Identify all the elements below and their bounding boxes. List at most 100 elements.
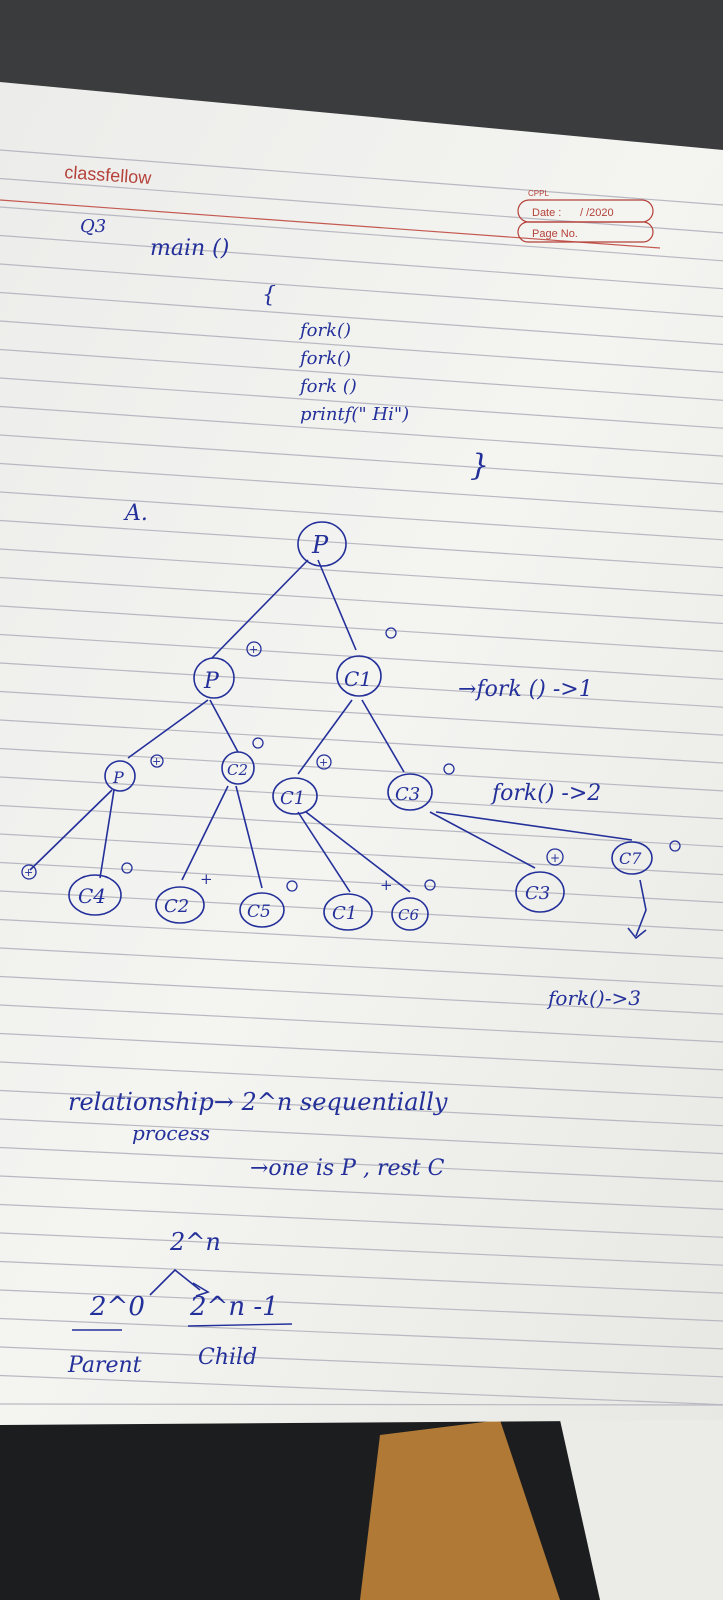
split-left: 2^0 <box>89 1292 145 1322</box>
code-line-fork-3: fork () <box>298 376 357 397</box>
code-close-brace: } <box>470 448 489 483</box>
ruled-line <box>0 804 723 848</box>
ruled-line <box>0 1032 723 1071</box>
ruled-line <box>0 947 723 987</box>
tree-node <box>68 874 122 916</box>
tree-node <box>391 897 429 931</box>
ruled-line <box>0 1175 723 1210</box>
header-mark: CPPL <box>528 189 549 198</box>
ruled-line <box>0 405 723 457</box>
ruled-line <box>0 548 723 597</box>
underline-right <box>187 1323 293 1327</box>
ruled-line <box>0 1061 723 1099</box>
ruled-line <box>0 234 723 290</box>
ruled-line <box>0 462 723 513</box>
ruled-line <box>0 1203 723 1238</box>
note-one-is-parent: →one is P , rest C <box>250 1156 445 1181</box>
tree-node <box>323 893 373 931</box>
notebook-page <box>0 82 723 1425</box>
tree-node-root <box>297 521 347 567</box>
annotation-fork-1: →fork () ->1 <box>458 677 593 702</box>
node-label: C2 <box>227 761 248 779</box>
tree-node <box>104 760 136 792</box>
ruled-line <box>0 719 723 764</box>
tree-node <box>515 871 565 913</box>
node-label: P <box>203 669 220 694</box>
return-sign: + <box>380 876 393 894</box>
tree-node <box>387 773 433 811</box>
code-line-fork-1: fork() <box>298 320 351 341</box>
ruled-line <box>0 918 723 959</box>
ruled-line <box>0 177 723 234</box>
tree-node <box>221 751 255 785</box>
ruled-line <box>0 1403 723 1406</box>
ruled-lines <box>0 149 723 1406</box>
ruled-line <box>0 1118 723 1155</box>
label-parent: Parent <box>67 1353 142 1378</box>
page-number-label: Page No. <box>532 228 578 240</box>
ruled-line <box>0 491 723 541</box>
ruled-line <box>0 1089 723 1127</box>
ruled-line <box>0 291 723 346</box>
tree-node <box>239 892 285 928</box>
ruled-line <box>0 576 723 625</box>
node-label: C3 <box>395 784 420 805</box>
ruled-line <box>0 605 723 652</box>
ruled-line <box>0 747 723 792</box>
ruled-line <box>0 206 723 262</box>
tree-nodes <box>68 521 653 931</box>
node-label: C4 <box>78 884 106 908</box>
label-child: Child <box>198 1345 257 1370</box>
ruled-line <box>0 348 723 401</box>
tree-node <box>336 655 382 697</box>
ruled-line <box>0 320 723 373</box>
tree-node <box>611 841 653 875</box>
annotation-fork-3: fork()->3 <box>546 986 641 1010</box>
tree-node <box>155 886 205 924</box>
ruled-line <box>0 1004 723 1043</box>
ruled-line <box>0 1260 723 1294</box>
ruled-line <box>0 1317 723 1350</box>
ruled-line <box>0 861 723 904</box>
ruled-line <box>0 519 723 569</box>
node-label: C3 <box>525 883 550 904</box>
ruled-line <box>0 1374 723 1406</box>
node-label: C1 <box>344 667 372 691</box>
split-top: 2^n <box>169 1228 221 1256</box>
note-relationship: relationship→ 2^n sequentially <box>68 1088 448 1116</box>
ruled-line <box>0 1232 723 1266</box>
return-sign: + <box>319 756 328 769</box>
date-label: Date : <box>532 207 561 219</box>
tree-node <box>272 777 318 815</box>
code-line-printf: printf(" Hi") <box>300 404 409 425</box>
ruled-line <box>0 1146 723 1183</box>
return-sign: + <box>550 851 560 865</box>
annotation-fork-2: fork() ->2 <box>490 781 601 806</box>
node-label: C1 <box>332 903 357 924</box>
split-right: 2^n -1 <box>189 1292 279 1322</box>
ruled-line <box>0 662 723 708</box>
return-sign: + <box>200 870 213 888</box>
date-value: / /2020 <box>580 207 614 219</box>
code-line-main: main () <box>150 236 229 261</box>
answer-mark: A. <box>123 501 148 526</box>
page-number-box <box>517 221 654 243</box>
note-process: process <box>132 1121 210 1145</box>
return-sign: + <box>152 755 161 768</box>
node-label: C1 <box>280 788 305 809</box>
return-sign: + <box>249 643 258 656</box>
return-sign-marks <box>21 627 681 892</box>
tree-node <box>193 657 235 699</box>
wooden-object <box>360 1420 560 1600</box>
ruled-line <box>0 377 723 429</box>
tree-edges <box>29 559 647 1297</box>
ruled-line <box>0 975 723 1015</box>
ruled-line <box>0 1346 723 1378</box>
ruled-line <box>0 776 723 820</box>
ruled-line <box>0 263 723 318</box>
node-label: C7 <box>619 849 642 868</box>
question-number: Q3 <box>80 216 106 237</box>
header-rule <box>0 199 661 249</box>
white-object <box>560 1400 723 1600</box>
